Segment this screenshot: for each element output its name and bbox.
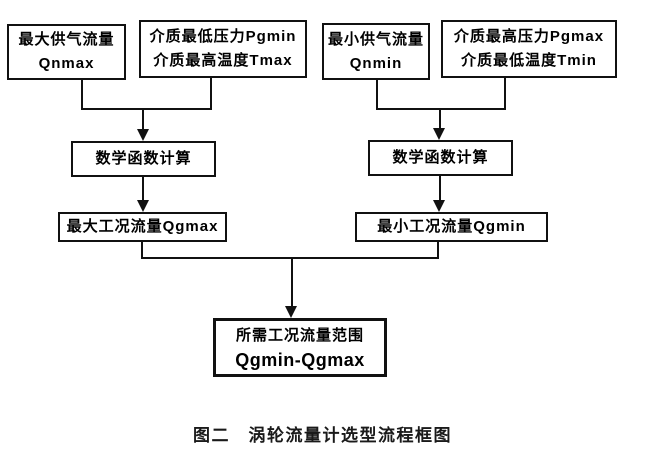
arrow-down-icon	[137, 129, 149, 141]
connector-right-arrow-shaft	[439, 110, 441, 128]
connector-left-arrow-shaft	[142, 110, 144, 129]
flow-box-qgmin: 最小工况流量Qgmin	[355, 212, 548, 242]
arrow-down-icon	[433, 200, 445, 212]
flow-box-max-supply-flow-line1: 最大供气流量	[18, 31, 115, 48]
flow-box-required-flow-range: 所需工况流量范围 Qgmin-Qgmax	[213, 318, 387, 377]
flow-box-min-temp-line: 介质最低温度Tmin	[461, 52, 597, 69]
flow-box-qgmax: 最大工况流量Qgmax	[58, 212, 227, 242]
flow-box-qgmax-label: 最大工况流量Qgmax	[66, 218, 219, 235]
flow-box-min-pressure-line: 介质最低压力Pgmin	[149, 28, 297, 45]
connector-left-a-vertical	[81, 80, 83, 110]
flow-box-required-flow-range-line1: 所需工况流量范围	[235, 326, 364, 344]
flow-box-min-supply-flow-line2: Qnmin	[349, 54, 403, 72]
connector-bottom-horizontal	[141, 257, 439, 259]
arrow-down-icon	[433, 128, 445, 140]
flow-box-max-pressure-line: 介质最高压力Pgmax	[453, 28, 605, 45]
flow-box-min-pressure-max-temp: 介质最低压力Pgmin 介质最高温度Tmax	[139, 20, 307, 78]
connector-left-b-vertical	[210, 78, 212, 110]
flow-box-min-supply-flow: 最小供气流量 Qnmin	[322, 23, 430, 80]
flow-box-math-function-right-label: 数学函数计算	[392, 149, 489, 166]
connector-right-horizontal	[376, 108, 506, 110]
flow-box-max-supply-flow: 最大供气流量 Qnmax	[7, 24, 126, 80]
flow-box-max-supply-flow-line2: Qnmax	[38, 55, 95, 72]
figure-caption: 图二 涡轮流量计选型流程框图	[193, 426, 452, 445]
flow-box-max-temp-line: 介质最高温度Tmax	[153, 52, 293, 69]
flow-box-math-function-left: 数学函数计算	[71, 141, 216, 177]
arrow-down-icon	[285, 306, 297, 318]
connector-result-arrow-shaft	[291, 259, 293, 306]
connector-bottom-left-vertical	[141, 242, 143, 259]
connector-left-horizontal	[81, 108, 212, 110]
connector-right-b-vertical	[504, 78, 506, 110]
connector-bottom-right-vertical	[437, 242, 439, 259]
flow-box-math-function-right: 数学函数计算	[368, 140, 513, 176]
connector-math-left-arrow-shaft	[142, 177, 144, 200]
connector-right-a-vertical	[376, 80, 378, 110]
flow-box-max-pressure-min-temp: 介质最高压力Pgmax 介质最低温度Tmin	[441, 20, 617, 78]
connector-math-right-arrow-shaft	[439, 176, 441, 200]
flow-box-qgmin-label: 最小工况流量Qgmin	[377, 218, 526, 235]
flow-box-math-function-left-label: 数学函数计算	[95, 150, 192, 167]
arrow-down-icon	[137, 200, 149, 212]
flow-box-min-supply-flow-line1: 最小供气流量	[327, 30, 424, 48]
flow-box-required-flow-range-line2: Qgmin-Qgmax	[235, 349, 365, 370]
